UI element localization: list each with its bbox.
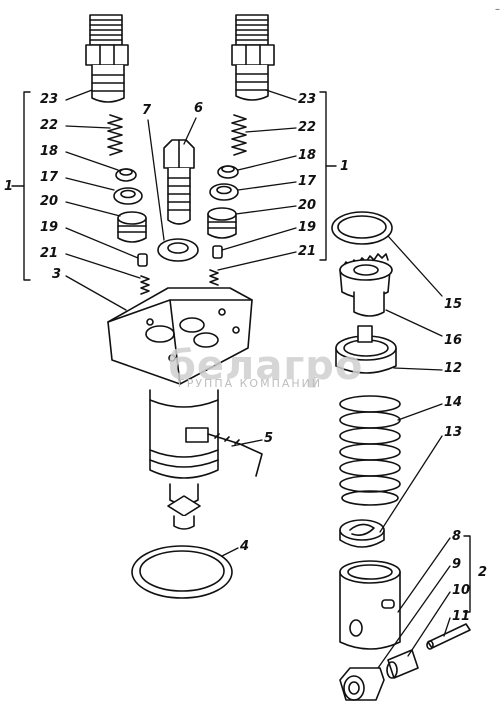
label-1-left: 1 — [4, 179, 14, 194]
left-valve-stack — [113, 168, 150, 295]
bracket-2 — [463, 535, 471, 613]
label-18-right: 18 — [298, 148, 317, 163]
label-9: 9 — [452, 557, 462, 572]
label-7: 7 — [142, 103, 152, 118]
fitting-right-23 — [231, 14, 275, 101]
right-valve-stack — [207, 165, 239, 286]
label-23-left: 23 — [40, 92, 59, 107]
label-6: 6 — [194, 101, 204, 116]
label-20-left: 20 — [40, 194, 59, 209]
label-19-left: 19 — [40, 220, 59, 235]
label-21-right: 21 — [298, 244, 317, 259]
label-22-right: 22 — [298, 120, 317, 135]
label-1-right: 1 — [340, 159, 350, 174]
sleeve-12 — [335, 325, 397, 374]
label-16: 16 — [444, 333, 463, 348]
watermark-brand: белагро — [168, 343, 364, 389]
spring-14 — [339, 395, 401, 506]
label-20-right: 20 — [298, 198, 317, 213]
roller-9 — [339, 667, 385, 701]
leader-lines — [65, 89, 451, 669]
label-11: 11 — [452, 609, 471, 624]
watermark-subtitle: ГРУППА КОМПАНИЙ — [178, 377, 323, 390]
spring-seat-13 — [339, 519, 385, 548]
pin-11 — [426, 623, 471, 650]
spring-right-22 — [231, 114, 247, 156]
fitting-left-23 — [85, 14, 129, 103]
label-4: 4 — [240, 539, 250, 554]
wire-5 — [207, 433, 263, 477]
bracket-right-1 — [319, 91, 337, 261]
label-13: 13 — [444, 425, 463, 440]
label-8: 8 — [452, 529, 462, 544]
label-12: 12 — [444, 361, 463, 376]
ring-15 — [331, 211, 393, 245]
label-17-right: 17 — [298, 174, 317, 189]
label-19-right: 19 — [298, 220, 317, 235]
label-23-right: 23 — [298, 92, 317, 107]
label-17-left: 17 — [40, 170, 59, 185]
bushing-10 — [386, 649, 419, 679]
tappet-8 — [339, 560, 401, 650]
label-22-left: 22 — [40, 118, 59, 133]
bracket-left-1 — [11, 91, 31, 281]
corner-mark: – — [495, 4, 500, 15]
plug-6 — [163, 139, 195, 225]
label-2: 2 — [478, 565, 488, 580]
label-5: 5 — [264, 431, 274, 446]
pump-body-3 — [107, 287, 253, 530]
gear-16 — [339, 253, 393, 317]
ring-4 — [131, 545, 233, 599]
label-15: 15 — [444, 297, 463, 312]
label-18-left: 18 — [40, 144, 59, 159]
label-3: 3 — [52, 267, 62, 282]
label-14: 14 — [444, 395, 463, 410]
label-21-left: 21 — [40, 246, 59, 261]
washer-7 — [157, 238, 199, 262]
label-10: 10 — [452, 583, 471, 598]
spring-left-22 — [107, 114, 123, 156]
